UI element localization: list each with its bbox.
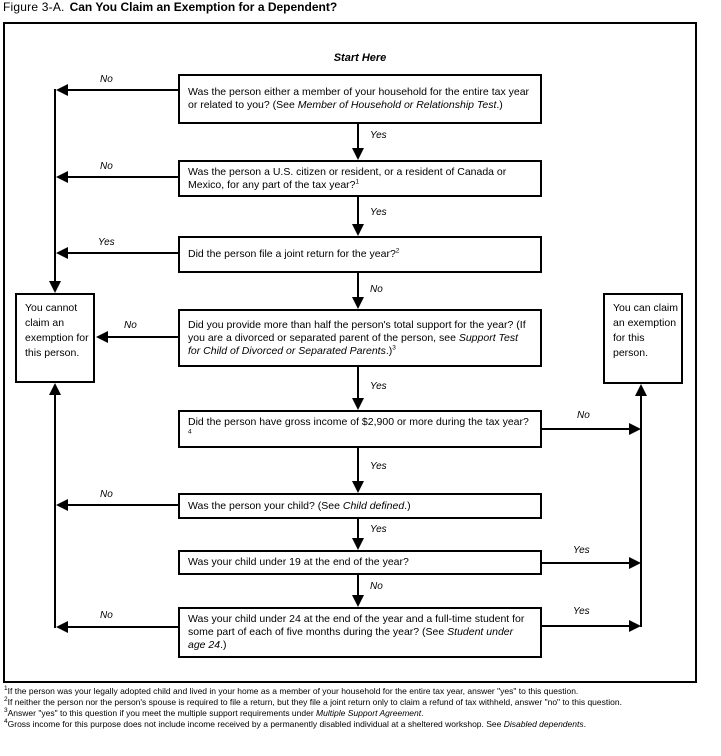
edge-label-q3-no: No [370, 284, 383, 295]
arrowhead-q8-no [56, 621, 68, 633]
figure-caption: Can You Claim an Exemption for a Depende… [69, 0, 338, 14]
edge-label-q6-no: No [100, 489, 113, 500]
question-3-text: Did the person file a joint return for t… [188, 247, 400, 260]
question-box-5: Did the person have gross income of $2,9… [178, 410, 542, 448]
question-box-8: Was your child under 24 at the end of th… [178, 607, 542, 658]
edge-label-q7-no: No [370, 581, 383, 592]
connector-q1-yes-line [357, 124, 359, 148]
edge-label-q6-yes: Yes [370, 524, 387, 535]
edge-label-q5-yes: Yes [370, 461, 387, 472]
question-7-text: Was your child under 19 at the end of th… [188, 556, 409, 568]
figure-title: Figure 3-A. Can You Claim an Exemption fo… [3, 0, 337, 14]
connector-q2-no-line [68, 176, 178, 178]
question-box-1: Was the person either a member of your h… [178, 74, 542, 124]
question-box-3: Did the person file a joint return for t… [178, 236, 542, 273]
connector-q3-yes-line [68, 252, 178, 254]
connector-q8-no-line [68, 626, 178, 628]
arrowhead-q4-no [96, 331, 108, 343]
connector-q8-yes-line [542, 625, 630, 627]
question-box-4: Did you provide more than half the perso… [178, 309, 542, 367]
edge-label-q4-no: No [124, 320, 137, 331]
arrowhead-q8-yes [629, 620, 641, 632]
question-box-2: Was the person a U.S. citizen or residen… [178, 160, 542, 197]
start-here-label: Start Here [333, 52, 387, 64]
edge-label-q7-yes: Yes [573, 545, 590, 556]
arrowhead-q7-yes [629, 557, 641, 569]
edge-label-q8-no: No [100, 610, 113, 621]
connector-q6-no-line [68, 504, 178, 506]
outcome-can-text: You can claim an exemption for this pers… [613, 302, 678, 359]
edge-label-q1-yes: Yes [370, 130, 387, 141]
connector-left-up-trunk [54, 395, 56, 628]
connector-q5-no-line [542, 428, 630, 430]
question-6-text: Was the person your child? (See Child de… [188, 499, 411, 512]
edge-label-q4-yes: Yes [370, 381, 387, 392]
connector-q5-yes-line [357, 448, 359, 482]
arrowhead-into-cannot-bottom [49, 383, 61, 395]
arrowhead-q6-no [56, 499, 68, 511]
arrowhead-q1-yes [352, 148, 364, 160]
footnote-4: 4Gross income for this purpose does not … [4, 718, 586, 729]
arrowhead-q2-no [56, 171, 68, 183]
footnote-3: 3Answer "yes" to this question if you me… [4, 707, 424, 718]
footnote-1: 1If the person was your legally adopted … [4, 685, 579, 696]
outcome-box-can-claim: You can claim an exemption for this pers… [603, 293, 683, 384]
footnote-2: 2If neither the person nor the person's … [4, 696, 622, 707]
edge-label-q2-no: No [100, 161, 113, 172]
arrowhead-q2-yes [352, 224, 364, 236]
connector-right-up-trunk [640, 396, 642, 627]
question-1-text: Was the person either a member of your h… [188, 86, 530, 111]
arrowhead-q4-yes [352, 398, 364, 410]
connector-q4-yes-line [357, 367, 359, 399]
figure-number: Figure 3-A. [3, 0, 65, 14]
connector-q1-no-line [68, 89, 178, 91]
arrowhead-into-can-bottom [635, 384, 647, 396]
edge-label-q3-yes: Yes [98, 237, 115, 248]
arrowhead-q3-no [352, 297, 364, 309]
edge-label-q2-yes: Yes [370, 207, 387, 218]
connector-q2-yes-line [357, 197, 359, 225]
arrowhead-into-cannot-top [49, 281, 61, 293]
arrowhead-q6-yes [352, 538, 364, 550]
outcome-cannot-text: You cannot claim an exemption for this p… [25, 302, 89, 359]
edge-label-q1-no: No [100, 74, 113, 85]
question-4-text: Did you provide more than half the perso… [188, 318, 526, 357]
question-2-text: Was the person a U.S. citizen or residen… [188, 165, 507, 191]
arrowhead-q3-yes [56, 247, 68, 259]
question-box-6: Was the person your child? (See Child de… [178, 493, 542, 519]
outcome-box-cannot-claim: You cannot claim an exemption for this p… [15, 293, 95, 383]
question-box-7: Was your child under 19 at the end of th… [178, 550, 542, 575]
question-5-text: Did the person have gross income of $2,9… [188, 416, 529, 436]
arrowhead-q1-no [56, 84, 68, 96]
connector-q6-yes-line [357, 519, 359, 539]
edge-label-q8-yes: Yes [573, 606, 590, 617]
arrowhead-q5-no [629, 423, 641, 435]
arrowhead-q5-yes [352, 481, 364, 493]
connector-q4-no-line [108, 336, 178, 338]
connector-q7-yes-line [542, 562, 630, 564]
connector-q3-no-line [357, 273, 359, 298]
connector-left-down-trunk [54, 89, 56, 283]
question-8-text: Was your child under 24 at the end of th… [188, 613, 525, 651]
flowchart-border [3, 22, 697, 683]
footnotes: 1If the person was your legally adopted … [4, 685, 704, 730]
edge-label-q5-no: No [577, 410, 590, 421]
arrowhead-q7-no [352, 595, 364, 607]
connector-q7-no-line [357, 575, 359, 596]
